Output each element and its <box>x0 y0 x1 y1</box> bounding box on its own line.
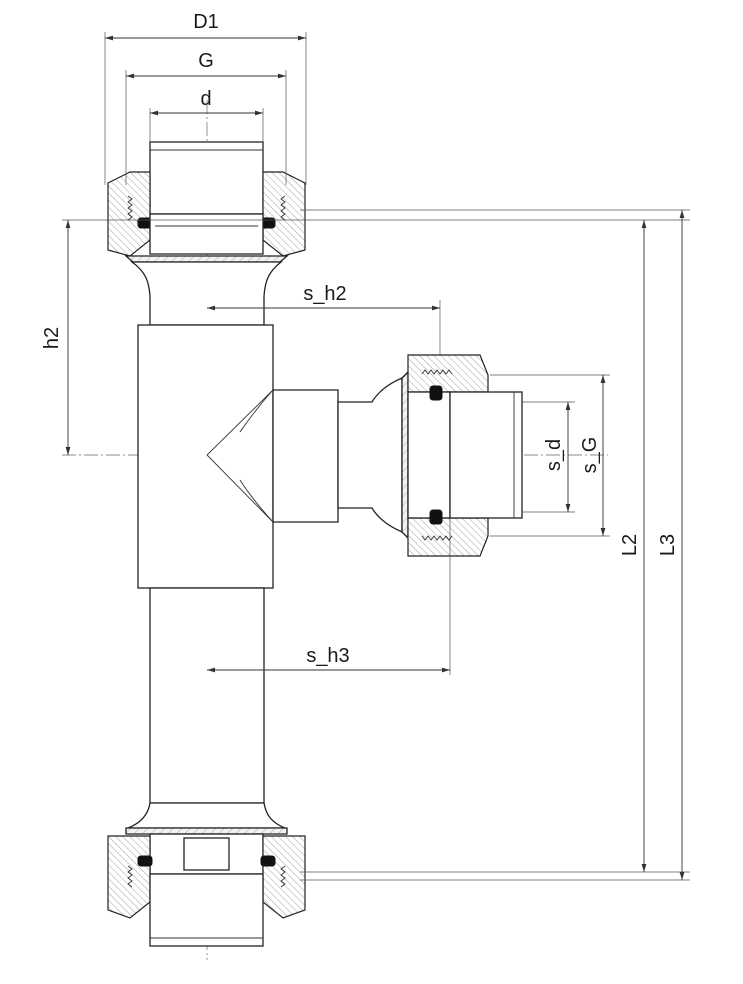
label-g: G <box>198 50 214 72</box>
label-s-d: s_d <box>543 439 565 471</box>
dimension-labels: D1 G d h2 s_h2 s_h3 s_d s_G L2 L3 <box>41 11 679 667</box>
label-s-h2: s_h2 <box>303 283 346 305</box>
label-h2: h2 <box>41 327 63 349</box>
label-s-g: s_G <box>579 437 601 474</box>
top-coupling <box>107 141 306 326</box>
bottom-coupling <box>107 833 306 947</box>
dimension-lines <box>65 35 685 880</box>
label-l3: L3 <box>657 534 679 556</box>
label-d1: D1 <box>193 11 219 33</box>
label-l2: L2 <box>619 534 641 556</box>
lower-pipe <box>125 587 288 835</box>
label-d: d <box>200 88 211 110</box>
tee-body <box>137 324 403 589</box>
label-s-h3: s_h3 <box>306 645 349 667</box>
branch-coupling <box>401 354 523 557</box>
